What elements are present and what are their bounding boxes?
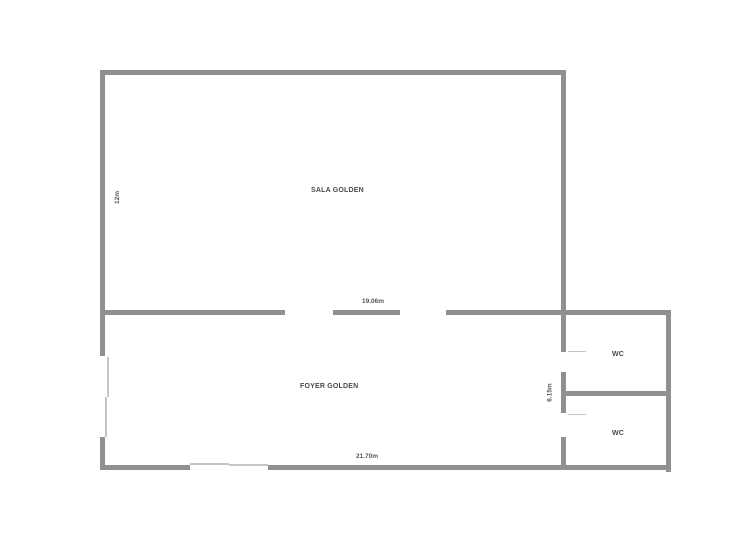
wc-right-wall xyxy=(666,310,671,472)
room-label-wc-lower: WC xyxy=(612,430,625,437)
sala-top-wall xyxy=(100,70,566,75)
dimension-sala-width: 19.06m xyxy=(362,298,385,305)
room-label-wc-upper: WC xyxy=(612,351,625,358)
sala-right-wall-upper xyxy=(561,70,566,352)
divider-wall-left xyxy=(100,310,285,315)
divider-wall-middle xyxy=(333,310,400,315)
wc-left-wall-lower xyxy=(561,437,566,470)
sala-left-wall xyxy=(100,70,105,356)
room-label-sala-golden: SALA GOLDEN xyxy=(311,187,364,194)
divider-wall-right xyxy=(446,310,671,315)
bottom-door-line-right xyxy=(229,464,268,466)
foyer-bottom-wall-right xyxy=(268,465,671,470)
dimension-foyer-width: 21.70m xyxy=(356,453,379,460)
bottom-door-line-left xyxy=(190,463,229,465)
dimension-foyer-depth: 6.15m xyxy=(546,383,554,402)
room-label-foyer-golden: FOYER GOLDEN xyxy=(300,383,359,390)
dimension-sala-height: 12m xyxy=(114,190,122,205)
wc-divider-wall xyxy=(561,391,668,396)
wc2-door-line xyxy=(568,414,586,415)
wc1-door-line xyxy=(568,351,586,352)
entrance-door-line-upper xyxy=(107,357,109,397)
foyer-bottom-wall-left xyxy=(100,465,190,470)
foyer-left-wall-lower xyxy=(100,437,105,470)
entrance-door-line-lower xyxy=(105,397,107,437)
